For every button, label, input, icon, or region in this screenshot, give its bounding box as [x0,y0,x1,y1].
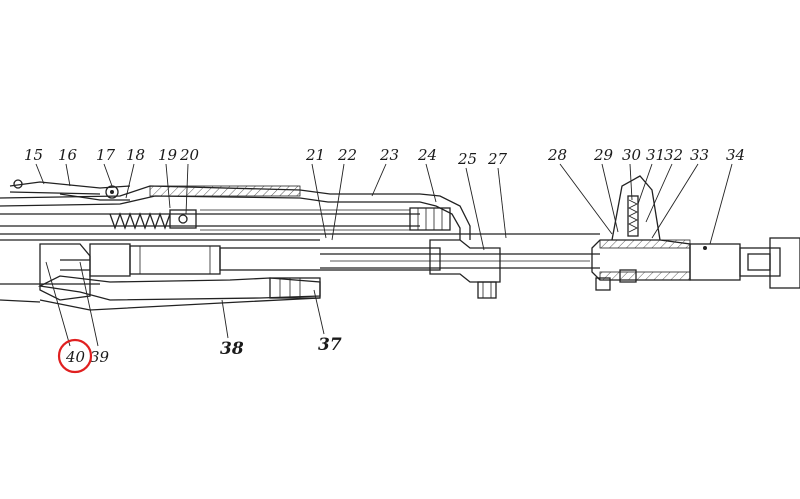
label-40: 40 [65,348,86,366]
label-15: 15 [24,146,43,164]
leader-lines [35,163,733,347]
handguard-retainer [269,277,321,299]
label-19: 19 [158,146,178,164]
label-16: 16 [58,146,78,164]
label-30: 30 [622,146,642,164]
label-38: 38 [220,339,244,359]
highlight-circle-label-40 [57,338,93,374]
label-23: 23 [379,146,399,164]
label-27: 27 [487,150,508,168]
gas-tube [0,207,451,231]
recoil-spring [109,209,197,230]
trunnion-block [39,243,91,301]
label-32: 32 [664,146,683,164]
label-17: 17 [96,146,116,164]
label-21: 21 [305,146,325,164]
gas-tube-cover [0,185,471,240]
receiver-body [0,233,600,303]
label-20: 20 [179,146,200,164]
label-18: 18 [126,146,145,164]
label-29: 29 [593,146,614,164]
part-labels: 15 16 17 18 19 20 21 22 23 24 25 27 28 2… [24,146,745,366]
label-22: 22 [337,146,357,164]
lower-handguard [37,275,321,311]
front-sight-block [591,175,691,291]
label-24: 24 [417,146,437,164]
label-34: 34 [726,146,745,164]
bolt-carrier [89,243,441,277]
label-39: 39 [90,348,110,366]
label-37: 37 [318,335,342,355]
muzzle-device [689,237,800,289]
label-33: 33 [690,146,709,164]
gas-block [429,239,501,299]
label-25: 25 [457,150,477,168]
barrel [320,253,600,269]
label-31: 31 [646,146,665,164]
label-28: 28 [547,146,567,164]
